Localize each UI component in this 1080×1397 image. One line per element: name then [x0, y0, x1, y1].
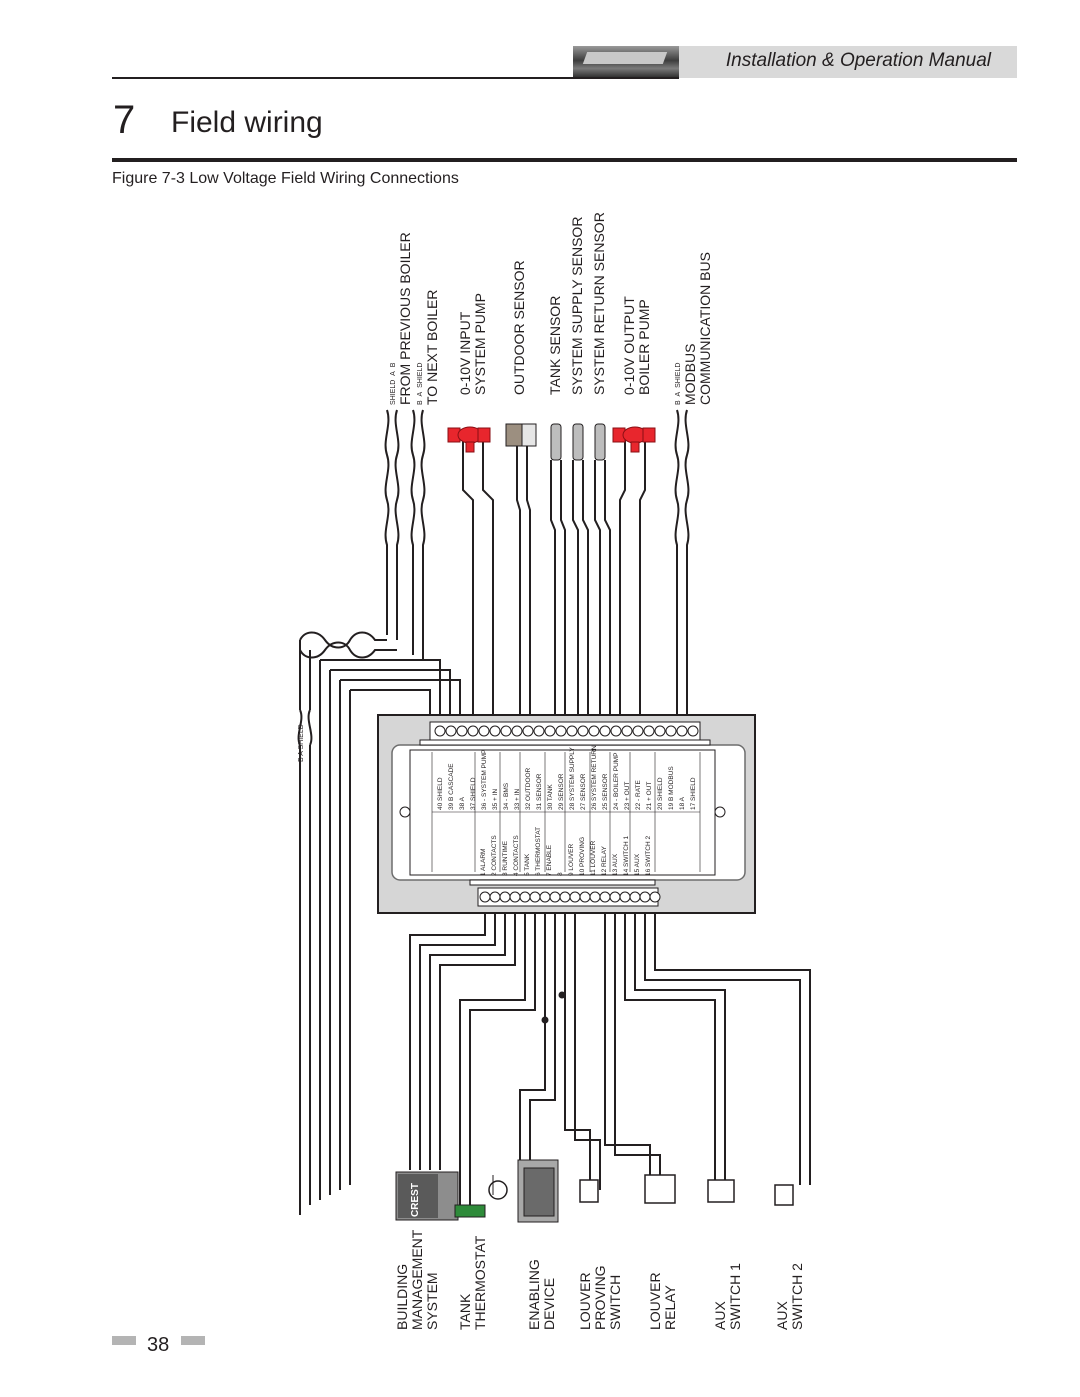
terminal-label: 2 CONTACTS — [491, 835, 498, 876]
boiler-pump-icon — [612, 426, 656, 453]
terminal-label: 15 AUX — [634, 853, 641, 876]
bms-device-text: CREST — [410, 1183, 421, 1217]
terminal-label: 33 + IN — [514, 788, 521, 810]
terminal-label: 17 SHIELD — [690, 777, 697, 810]
terminal-label: 8 — [557, 872, 564, 876]
label-system-supply-sensor: SYSTEM SUPPLY SENSOR — [569, 216, 585, 395]
terminal-label: 12 RELAY — [601, 846, 608, 876]
upper-bus-cables — [384, 409, 690, 720]
terminal-label: 16 SWITCH 2 — [645, 835, 652, 876]
header-title-box: Installation & Operation Manual — [679, 46, 1017, 78]
terminal-label: 29 SENSOR — [558, 773, 565, 811]
bms-device-icon: CREST — [395, 1171, 459, 1221]
terminal-label: 30 TANK — [547, 784, 554, 810]
section-rule — [112, 158, 1017, 162]
header-boiler-photo — [573, 46, 679, 78]
page-footer-bar-left — [112, 1336, 136, 1345]
system-pump-icon — [447, 426, 491, 453]
terminal-label: 38 A — [459, 796, 466, 810]
terminal-label: 34 - BMS — [503, 782, 510, 810]
label-left-bus: B A SHIELD — [298, 724, 305, 762]
relay-icon — [517, 1159, 559, 1223]
terminal-label: 5 TANK — [524, 853, 531, 876]
section-number: 7 — [113, 98, 136, 142]
section-title: Field wiring — [171, 106, 323, 139]
terminal-label: 24 - BOILER PUMP — [613, 752, 620, 810]
label-from-previous-boiler: SHIELD A B FROM PREVIOUS BOILER — [390, 232, 413, 405]
terminal-label: 36 - SYSTEM PUMP — [481, 749, 488, 810]
page-footer-bar-right — [181, 1336, 205, 1345]
terminal-label: 7 ENABLE — [546, 844, 553, 876]
label-system-return-sensor: SYSTEM RETURN SENSOR — [591, 212, 607, 395]
terminal-label: 35 + IN — [492, 788, 499, 810]
manual-title: Installation & Operation Manual — [725, 50, 991, 71]
terminal-label: 13 AUX — [612, 853, 619, 876]
terminal-label: 9 LOUVER — [568, 843, 575, 876]
terminal-label: 26 SYSTEM RETURN — [591, 745, 598, 810]
terminal-label: 14 SWITCH 1 — [623, 835, 630, 876]
terminal-label: 28 SYSTEM SUPPLY — [569, 747, 576, 810]
terminal-label: 39 B CASCADE — [448, 763, 455, 810]
terminal-label: 21 + OUT — [646, 781, 653, 810]
label-to-next-boiler: B A SHIELD TO NEXT BOILER — [417, 289, 440, 405]
terminal-label: 27 SENSOR — [580, 773, 587, 811]
figure-caption: Figure 7-3 Low Voltage Field Wiring Conn… — [112, 170, 459, 187]
terminal-label: 19 B MODBUS — [668, 766, 675, 810]
header-rule — [112, 77, 679, 79]
page-number: 38 — [147, 1334, 170, 1356]
outdoor-sensor-icon — [505, 423, 537, 447]
thermostat-icon — [454, 1175, 508, 1218]
label-outdoor-sensor: OUTDOOR SENSOR — [511, 260, 527, 395]
terminal-label: 31 SENSOR — [536, 773, 543, 811]
terminal-label: 25 SENSOR — [602, 773, 609, 811]
terminal-label: 6 THERMOSTAT — [535, 826, 542, 876]
terminal-label: 23 + OUT — [624, 781, 631, 810]
switch-icon — [579, 1174, 794, 1206]
terminal-label: 18 A — [679, 796, 686, 810]
terminal-label: 11 LOUVER — [590, 840, 597, 876]
terminal-label: 4 CONTACTS — [513, 835, 520, 876]
terminal-label: 20 SHIELD — [657, 777, 664, 810]
terminal-label: 22 - RATE — [635, 780, 642, 810]
terminal-label: 10 PROVING — [579, 836, 586, 876]
label-tank-sensor: TANK SENSOR — [547, 295, 563, 395]
terminal-label: 32 OUTDOOR — [525, 767, 532, 810]
terminal-label: 37 SHIELD — [470, 777, 477, 810]
terminal-label: 1 ALARM — [480, 848, 487, 876]
sensor-probe-icon — [550, 423, 606, 461]
terminal-label: 3 RUNTIME — [502, 840, 509, 876]
terminal-label: 40 SHIELD — [437, 777, 444, 810]
